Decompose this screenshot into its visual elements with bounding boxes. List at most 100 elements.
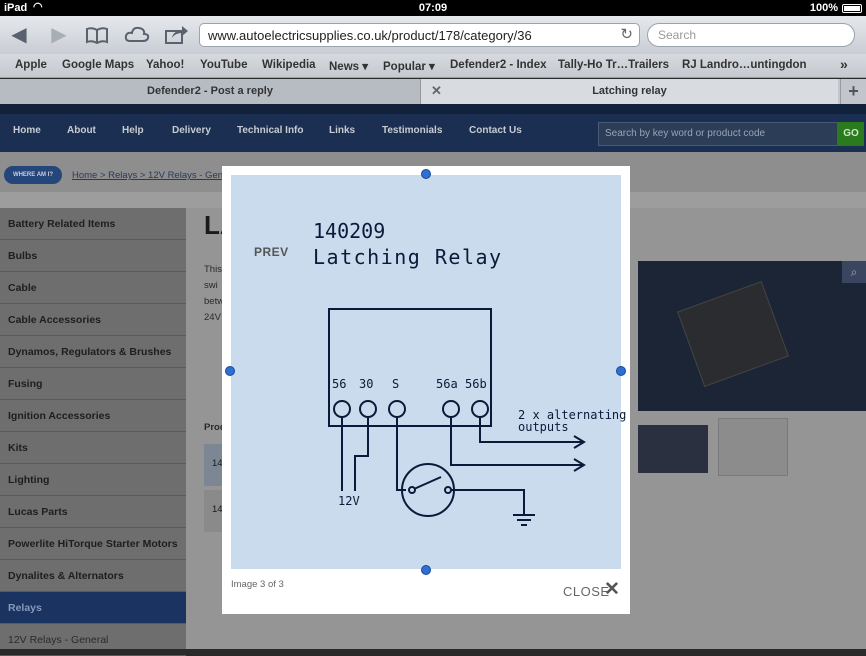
image-counter: Image 3 of 3 [231,579,284,590]
url-text: www.autoelectricsupplies.co.uk/product/1… [208,28,532,43]
nav-delivery[interactable]: Delivery [172,125,211,136]
terminal-56 [333,400,351,418]
relay-body [328,308,492,427]
product-description: This swi betw 24V [204,262,224,326]
bookmark-wikipedia[interactable]: Wikipedia [262,59,316,71]
bookmark-google-maps[interactable]: Google Maps [62,59,135,71]
bookmark-youtube[interactable]: YouTube [200,59,248,71]
terminal-s [388,400,406,418]
sidebar-item-dynalites[interactable]: Dynalites & Alternators [0,560,186,592]
terminal-label: 56b [465,377,487,391]
bookmarks-bar: Apple Google Maps Yahoo! YouTube Wikiped… [0,54,866,78]
terminal-56a [442,400,460,418]
nav-help[interactable]: Help [122,125,144,136]
zoom-icon[interactable]: ⌕ [842,261,866,283]
bookmark-tally-ho[interactable]: Tally-Ho Tr…Trailers [558,59,669,71]
new-tab-icon[interactable]: + [840,79,866,104]
ground-symbol [513,514,535,526]
nav-about[interactable]: About [67,125,96,136]
sidebar-item-cable[interactable]: Cable [0,272,186,304]
share-icon[interactable] [163,23,189,47]
bookmark-popular[interactable]: Popular ▾ [383,61,435,73]
products-label: Prod [204,422,226,433]
tab-bar: Defender2 - Post a reply ✕ Latching rela… [0,79,866,104]
sidebar-item-ignition[interactable]: Ignition Accessories [0,400,186,432]
tab-defender2[interactable]: Defender2 - Post a reply [0,79,420,104]
terminal-label: 56a [436,377,458,391]
site-nav: Home About Help Delivery Technical Info … [0,104,866,152]
description-line: betw [204,296,225,307]
more-bookmarks-icon[interactable]: » [840,56,848,72]
reload-icon[interactable]: ↻ [620,26,633,43]
bookmark-rj-landrover[interactable]: RJ Landro…untingdon [682,59,807,71]
category-sidebar: Battery Related Items Bulbs Cable Cable … [0,208,186,656]
icloud-icon[interactable] [124,23,150,47]
terminal-56b [471,400,489,418]
nav-contact-us[interactable]: Contact Us [469,125,522,136]
outputs-label: 2 x alternating [518,408,626,422]
sidebar-item-battery[interactable]: Battery Related Items [0,208,186,240]
site-search-go-button[interactable]: GO [838,122,864,146]
wire-ground [451,489,525,515]
bookmark-defender2[interactable]: Defender2 - Index [450,59,547,71]
site-search-input[interactable]: Search by key word or product code [598,122,838,146]
breadcrumb[interactable]: Home > Relays > 12V Relays - Gen [72,170,224,181]
nav-technical-info[interactable]: Technical Info [237,125,304,136]
sidebar-item-fusing[interactable]: Fusing [0,368,186,400]
sidebar-item-lucas-parts[interactable]: Lucas Parts [0,496,186,528]
relay-diagram-image: 140209 Latching Relay [231,175,626,569]
sidebar-item-bulbs[interactable]: Bulbs [0,240,186,272]
battery-icon [842,4,862,13]
resize-handle-right[interactable] [616,366,626,376]
address-bar[interactable]: www.autoelectricsupplies.co.uk/product/1… [199,23,640,47]
thumbnail-photo[interactable] [638,425,708,473]
output-56a [450,417,583,466]
search-field[interactable]: Search [647,23,855,47]
image-lightbox: 140209 Latching Relay [222,166,630,614]
close-tab-icon[interactable]: ✕ [431,83,442,98]
nav-home[interactable]: Home [13,125,41,136]
prev-button[interactable]: PREV [254,245,289,259]
terminal-label: S [392,377,399,391]
sidebar-item-cable-accessories[interactable]: Cable Accessories [0,304,186,336]
sidebar-item-lighting[interactable]: Lighting [0,464,186,496]
terminal-label: 30 [359,377,373,391]
bookmarks-icon[interactable] [84,23,110,47]
resize-handle-top[interactable] [421,169,431,179]
diagram-number: 140209 [313,219,385,243]
bookmark-news[interactable]: News ▾ [329,61,369,73]
wiring-diagram: 140209 Latching Relay [313,219,626,526]
thumbnail-diagram[interactable] [718,418,788,476]
close-icon[interactable]: ✕ [604,579,620,600]
resize-handle-bottom[interactable] [421,565,431,575]
output-56b [479,417,583,443]
nav-testimonials[interactable]: Testimonials [382,125,443,136]
bookmark-yahoo[interactable]: Yahoo! [146,59,185,71]
back-icon[interactable]: ◀ [11,24,27,46]
tab-label: Defender2 - Post a reply [147,85,273,97]
forward-icon[interactable]: ▶ [51,24,67,46]
bookmark-apple[interactable]: Apple [15,59,47,71]
wire-30 [354,417,369,491]
outputs-label: outputs [518,420,569,434]
tab-latching-relay[interactable]: ✕ Latching relay [420,79,838,104]
tab-label: Latching relay [592,85,667,97]
sidebar-item-kits[interactable]: Kits [0,432,186,464]
supply-label: 12V [338,494,360,508]
browser-toolbar: ◀ ▶ www.autoelectricsupplies.co.uk/produ… [0,16,866,54]
wifi-icon: ◠ [33,1,43,13]
clock: 07:09 [418,2,448,14]
where-am-i-badge: WHERE AM I? [4,166,62,184]
nav-links[interactable]: Links [329,125,356,136]
close-button[interactable]: CLOSE [563,584,610,599]
sidebar-item-dynamos[interactable]: Dynamos, Regulators & Brushes [0,336,186,368]
resize-handle-left[interactable] [225,366,235,376]
terminal-30 [359,400,377,418]
description-line: 24V [204,312,221,323]
diagram-title: Latching Relay [313,245,503,269]
sidebar-item-relays[interactable]: Relays [0,592,186,624]
sidebar-item-starter-motors[interactable]: Powerlite HiTorque Starter Motors [0,528,186,560]
nav-strip [0,104,866,114]
description-line: swi [204,280,218,291]
sidebar-item-12v-relays[interactable]: 12V Relays - General [0,624,186,656]
